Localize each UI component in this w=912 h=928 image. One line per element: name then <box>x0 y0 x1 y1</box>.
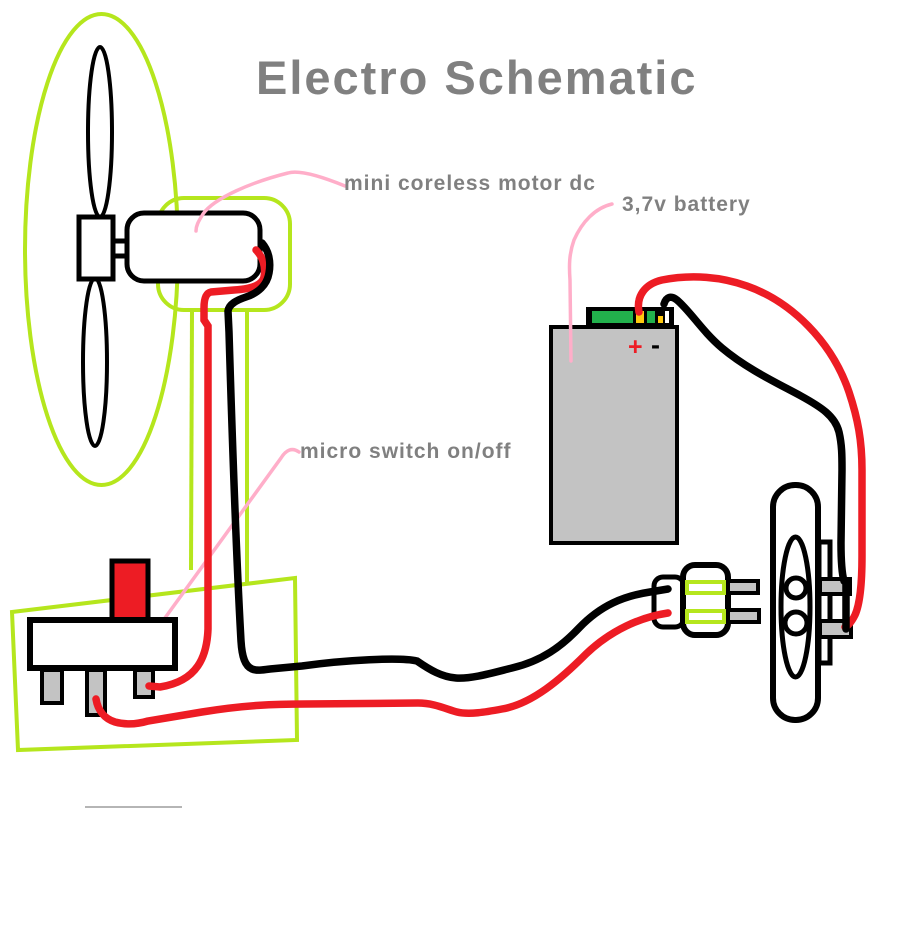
wire-red-motor-to-switch <box>145 246 269 691</box>
wire-black-battery-to-socket <box>660 293 848 585</box>
diagram-title: Electro Schematic <box>256 51 698 104</box>
battery-minus-marking: - <box>651 330 660 360</box>
battery-plus-marking: + <box>628 333 643 361</box>
plug-body <box>680 562 731 638</box>
motor-label-leader <box>194 170 347 233</box>
battery-label-leader <box>567 202 614 363</box>
battery-terminal-green <box>592 311 633 323</box>
plug-contact-bottom <box>685 609 726 624</box>
plug-prong-bottom <box>726 608 761 624</box>
plug-contact-top <box>685 580 726 595</box>
switch-highlight-box <box>9 575 300 753</box>
battery-terminal-yellow-2 <box>658 316 663 323</box>
plug-cap <box>651 574 687 630</box>
plug-prong-top <box>726 579 760 595</box>
switch-body <box>27 617 178 671</box>
motor-label: mini coreless motor dc <box>344 172 596 195</box>
fan-blade-bottom <box>81 276 109 448</box>
corridor-line-left <box>189 310 194 571</box>
switch-toggle <box>109 558 151 623</box>
battery-label: 3,7v battery <box>622 193 751 216</box>
switch-pin-1 <box>40 668 64 705</box>
fan-hub <box>76 214 116 282</box>
socket-face <box>778 534 813 680</box>
battery-terminal-white <box>665 311 669 323</box>
switch-label: micro switch on/off <box>300 440 512 463</box>
fan-blade-top <box>86 45 114 219</box>
battery-terminal-green-2 <box>647 311 655 323</box>
motor-body <box>124 210 263 284</box>
socket-hole-top <box>783 575 809 601</box>
wire-red-battery-to-socket <box>634 273 866 631</box>
battery-terminal-yellow <box>636 311 644 323</box>
switch-label-leader <box>139 447 301 653</box>
battery-body <box>549 325 679 545</box>
wire-black-motor-to-plug <box>224 239 672 682</box>
socket-hole-bottom <box>782 609 810 637</box>
wire-red-switch-to-plug <box>92 609 672 728</box>
